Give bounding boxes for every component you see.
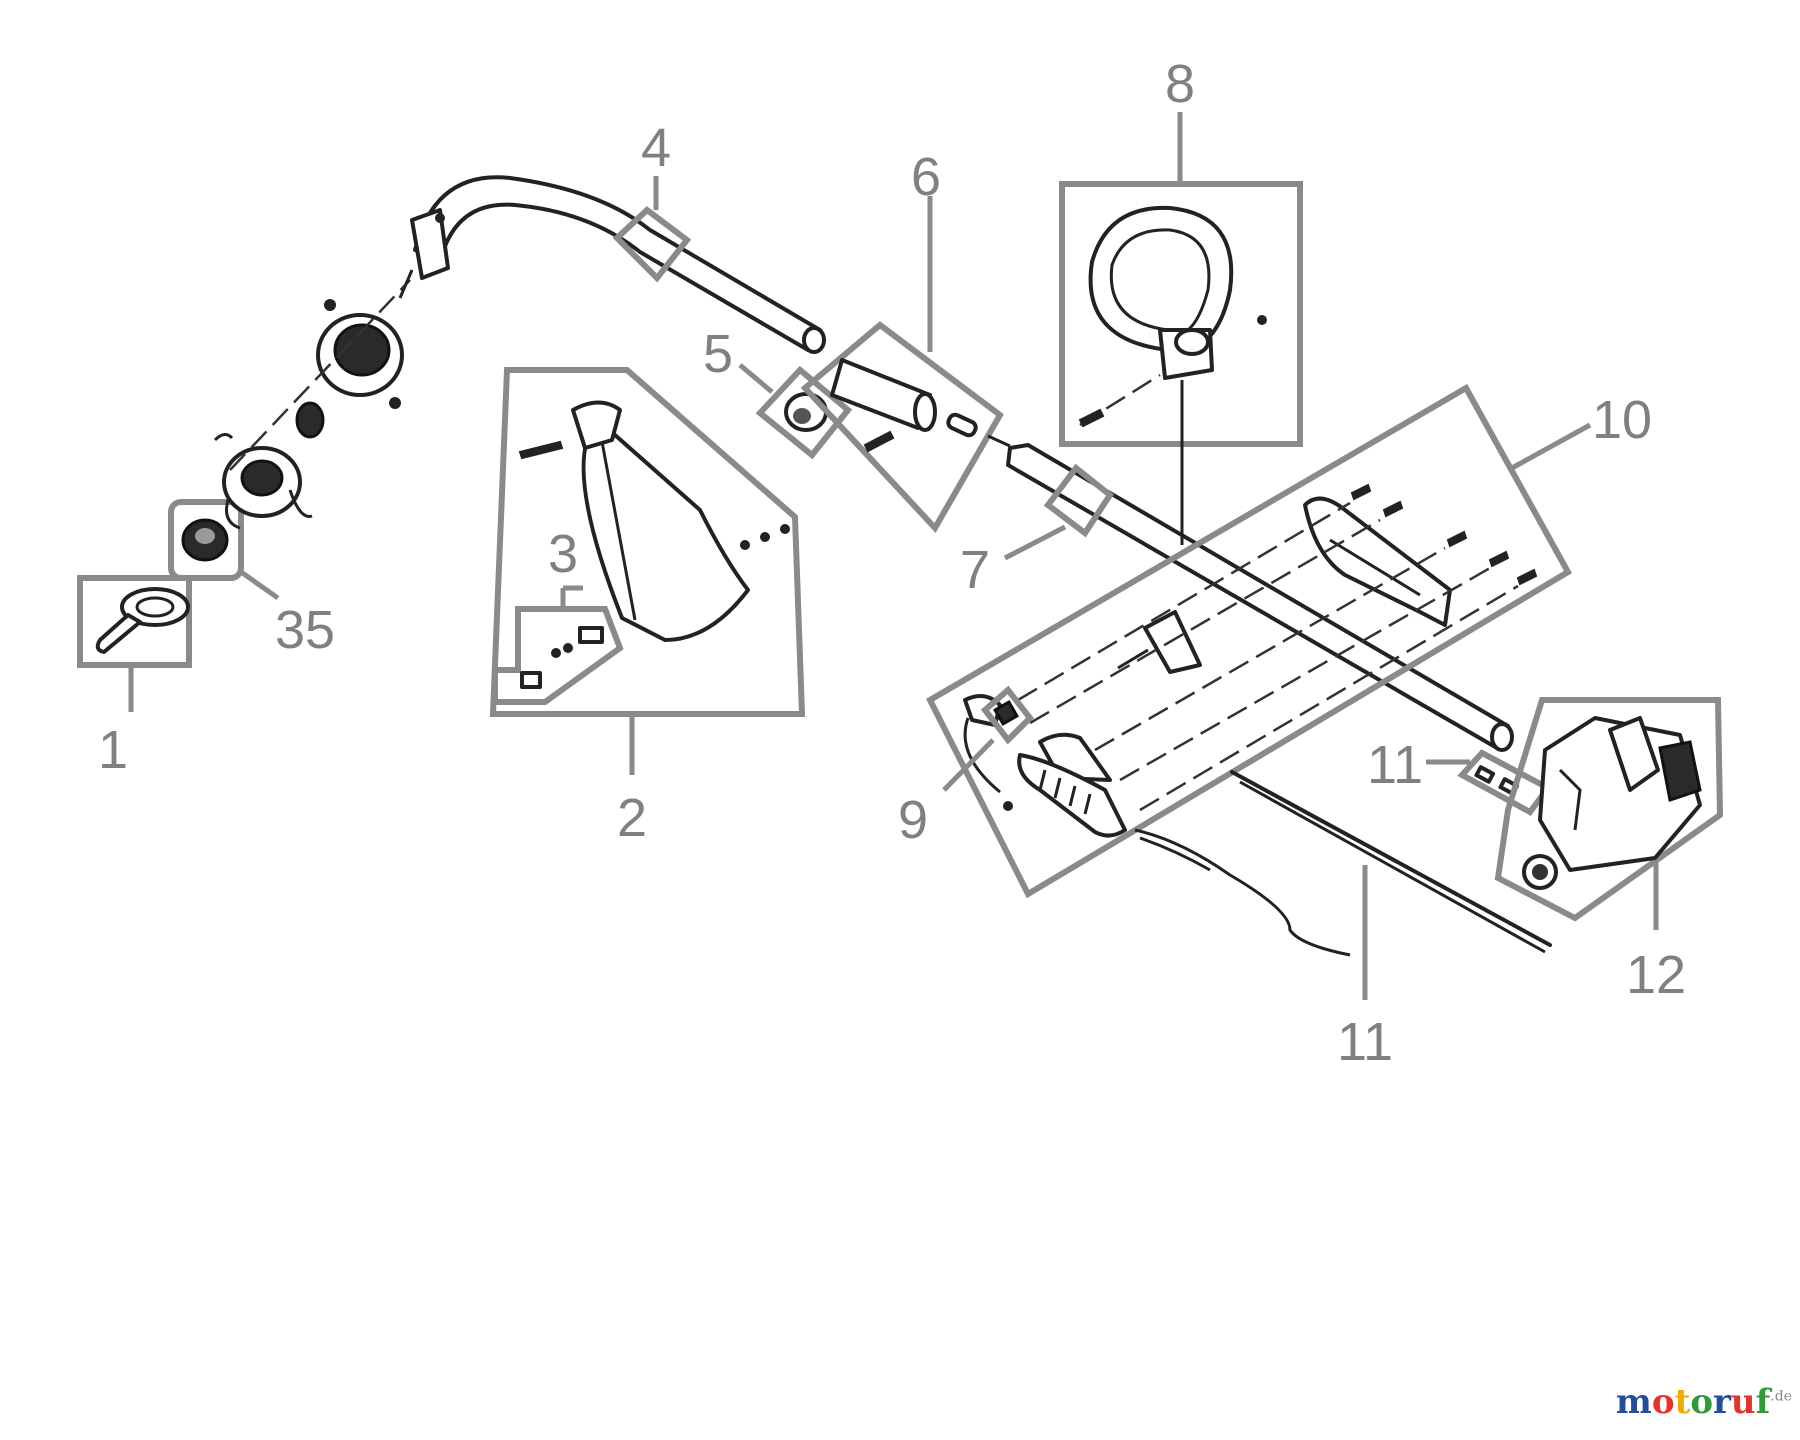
drive-shaft-tube bbox=[398, 175, 826, 354]
callout-1: 1 bbox=[98, 720, 128, 780]
part-35-spool[interactable] bbox=[168, 499, 280, 601]
throttle-cable bbox=[1134, 828, 1351, 957]
callout-7: 7 bbox=[960, 540, 990, 600]
grip-ribs bbox=[1038, 769, 1092, 815]
part-6-coupling[interactable] bbox=[800, 196, 1004, 534]
box-part-6 bbox=[800, 321, 1004, 534]
callout-35: 35 bbox=[275, 600, 335, 660]
part-5-bushing[interactable] bbox=[738, 363, 853, 460]
callout-5: 5 bbox=[703, 324, 733, 384]
part-3-line-cutter[interactable] bbox=[492, 585, 624, 705]
box-part-10 bbox=[926, 383, 1573, 899]
callout-8: 8 bbox=[1165, 54, 1195, 114]
screws-row bbox=[1350, 483, 1538, 586]
watermark-text: motoruf bbox=[1616, 1382, 1770, 1422]
callout-3: 3 bbox=[548, 524, 578, 584]
callout-10: 10 bbox=[1592, 390, 1652, 450]
watermark-letter: t bbox=[1674, 1382, 1691, 1422]
part-7-shaft-clamp[interactable] bbox=[1003, 463, 1115, 561]
part-4-shaft-clamp[interactable] bbox=[612, 176, 692, 283]
watermark-letter: o bbox=[1651, 1382, 1675, 1422]
part-12-engine[interactable] bbox=[1494, 697, 1724, 930]
part-2-guard[interactable] bbox=[489, 367, 806, 775]
part-8-loop-handle[interactable] bbox=[1059, 112, 1303, 545]
watermark-letter: o bbox=[1690, 1382, 1713, 1422]
watermark-letter: r bbox=[1713, 1382, 1731, 1422]
box-part-35 bbox=[168, 499, 244, 581]
part-10-handle-assembly[interactable] bbox=[926, 383, 1592, 899]
part-11-drive-shaft[interactable] bbox=[1230, 770, 1552, 1000]
lower-shaft-tube bbox=[987, 434, 1514, 752]
watermark-logo: motoruf.de bbox=[1616, 1382, 1792, 1422]
box-part-5 bbox=[755, 365, 853, 460]
box-part-9 bbox=[980, 685, 1035, 745]
callout-11-upper: 11 bbox=[1367, 735, 1423, 795]
part-11-shaft-connector[interactable] bbox=[1426, 749, 1553, 816]
watermark-letter: u bbox=[1730, 1382, 1756, 1422]
callout-2: 2 bbox=[617, 788, 647, 848]
part-9-switch[interactable] bbox=[942, 685, 1035, 792]
callout-11-lower: 11 bbox=[1337, 1012, 1393, 1072]
box-part-3 bbox=[492, 606, 624, 705]
callout-6: 6 bbox=[911, 147, 941, 207]
watermark-letter: f bbox=[1755, 1382, 1771, 1422]
part-1-spool-cover[interactable] bbox=[77, 575, 192, 712]
box-part-4 bbox=[612, 206, 692, 283]
callout-4: 4 bbox=[641, 118, 671, 178]
box-part-2 bbox=[489, 367, 806, 717]
box-part-7 bbox=[1043, 463, 1115, 538]
box-part-1 bbox=[77, 575, 192, 668]
callout-12: 12 bbox=[1626, 945, 1686, 1005]
watermark-suffix: .de bbox=[1770, 1388, 1792, 1405]
callout-9: 9 bbox=[898, 790, 928, 850]
watermark-letter: m bbox=[1615, 1382, 1652, 1422]
box-part-12 bbox=[1494, 697, 1724, 922]
trimmer-head-assembly bbox=[213, 279, 411, 530]
